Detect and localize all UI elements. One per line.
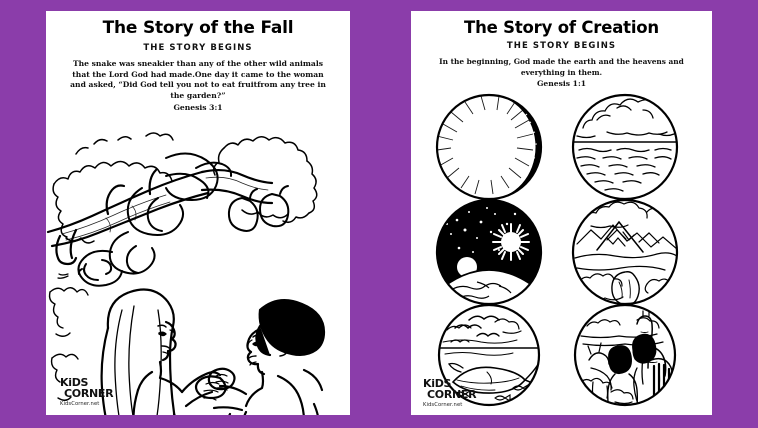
illustration-the-fall — [46, 114, 350, 415]
page-header-creation: The Story of Creation THE STORY BEGINS I… — [411, 18, 712, 89]
snake-icon — [57, 152, 233, 287]
page-title: The Story of Creation — [464, 18, 659, 37]
brand-logo-creation: KiDS CORNER KidsCorner.net — [423, 377, 497, 408]
day-1-light-and-darkness-icon — [435, 94, 543, 201]
brand-wordmark: KiDS CORNER — [60, 376, 134, 400]
fall-scene-svg — [46, 132, 326, 415]
day-5-birds-and-fish-icon — [437, 304, 541, 407]
coloring-page-creation[interactable]: The Story of Creation THE STORY BEGINS I… — [411, 11, 712, 415]
tree-branch-icon — [46, 168, 274, 266]
brand-line-1: KiDS — [423, 377, 452, 391]
woman-figure-icon — [100, 288, 236, 415]
figures-lower-body — [132, 388, 248, 415]
brand-line-2: CORNER — [427, 387, 477, 401]
verse-text: The snake was sneakier than any of the o… — [70, 58, 326, 101]
foliage-icon — [52, 132, 174, 244]
page-subtitle: THE STORY BEGINS — [506, 41, 617, 52]
brand-url: KidsCorner.net — [60, 401, 100, 407]
apples-icon — [227, 184, 290, 232]
creation-scene-svg — [435, 94, 679, 407]
brand-wordmark: KiDS CORNER — [423, 377, 497, 401]
verse-reference: Genesis 1:1 — [536, 79, 587, 89]
coloring-page-the-fall[interactable]: The Story of the Fall THE STORY BEGINS T… — [46, 11, 350, 415]
verse-reference: Genesis 3:1 — [173, 102, 223, 112]
day-4-sun-moon-stars-icon — [435, 199, 543, 306]
day-3-land-and-plants-icon — [571, 199, 679, 306]
man-figure-icon — [194, 299, 326, 415]
brand-line-2: CORNER — [64, 386, 114, 400]
brand-logo-fall: KiDS CORNER KidsCorner.net — [60, 376, 134, 407]
page-title: The Story of the Fall — [102, 18, 294, 38]
day-6-animals-and-people-icon — [573, 304, 677, 407]
page-subtitle: THE STORY BEGINS — [143, 42, 253, 53]
page-header-fall: The Story of the Fall THE STORY BEGINS T… — [46, 18, 350, 112]
brand-line-1: KiDS — [60, 376, 89, 390]
day-2-sky-and-water-icon — [571, 94, 679, 201]
brand-url: KidsCorner.net — [423, 402, 463, 408]
illustration-creation — [411, 92, 712, 410]
bush-icon — [48, 287, 89, 401]
bark-texture — [61, 176, 269, 241]
verse-text: In the beginning, God made the earth and… — [439, 57, 684, 77]
